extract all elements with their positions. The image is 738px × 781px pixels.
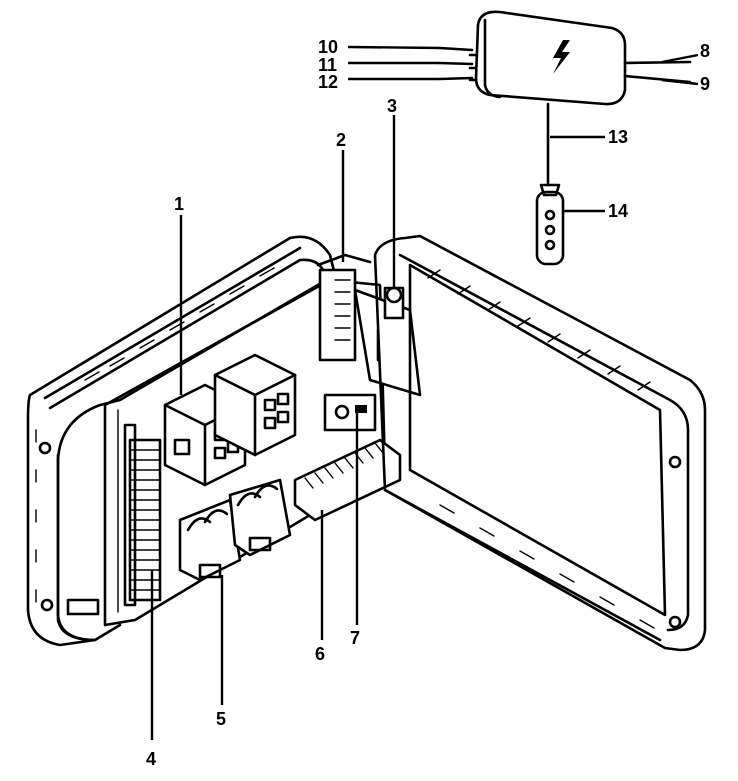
overload-relay-5a [178, 498, 242, 582]
lightning-bolt-icon [553, 40, 570, 74]
terminal-strip-4 [123, 423, 162, 607]
callout-7: 7 [350, 628, 360, 648]
callout-13: 13 [608, 127, 628, 147]
overload-relay-5b [228, 478, 292, 557]
housing-door [373, 234, 707, 652]
output-cables [623, 60, 692, 84]
door-rim-hatching [427, 269, 655, 629]
callout-9: 9 [700, 74, 710, 94]
power-unit [468, 10, 627, 106]
callout-8: 8 [700, 41, 710, 61]
callout-2: 2 [336, 130, 346, 150]
module-7 [323, 393, 377, 432]
screw-icon [668, 455, 682, 469]
contactor-1-right [213, 353, 297, 457]
base-housing [26, 235, 337, 647]
push-button-icons [544, 209, 556, 251]
screw-icon [38, 441, 52, 455]
callout-14: 14 [608, 201, 628, 221]
callout-5: 5 [216, 709, 226, 729]
terminal-strip-ribs [129, 449, 161, 591]
screw-icon [40, 598, 54, 612]
screw-icon [668, 615, 682, 629]
input-cables [438, 46, 474, 81]
cable-gland [66, 598, 100, 616]
pendant-control-14 [535, 183, 565, 266]
terminal-block-6 [293, 438, 402, 522]
callout-1: 1 [174, 194, 184, 214]
callout-11: 11 [318, 55, 337, 75]
terminal-rail-2 [316, 253, 372, 362]
callout-4: 4 [146, 749, 156, 769]
callout-labels: 1 2 3 4 5 6 7 8 9 10 11 12 13 14 [146, 37, 710, 769]
callout-6: 6 [315, 644, 325, 664]
callout-10: 10 [318, 37, 338, 57]
base-rim-hatching [35, 267, 275, 603]
callout-3: 3 [387, 96, 397, 116]
leader-lines [150, 45, 699, 740]
callout-12: 12 [318, 72, 338, 92]
